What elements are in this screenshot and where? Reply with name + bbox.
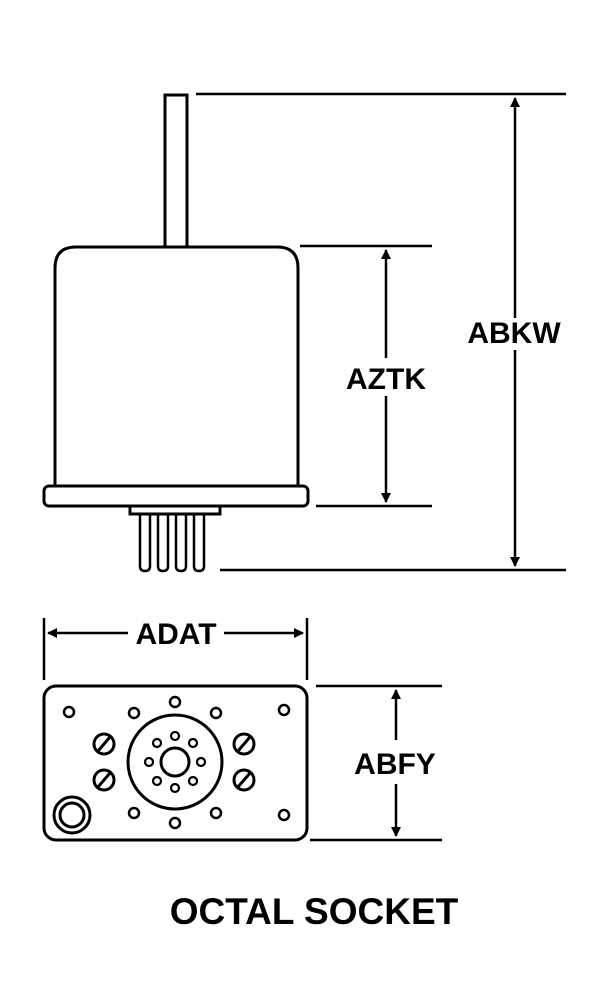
extension-lines-adat — [42, 618, 309, 680]
socket-base — [42, 684, 309, 842]
pin-holes — [143, 730, 207, 794]
label-abkw: ABKW — [467, 317, 561, 350]
outer-holes — [127, 695, 223, 830]
side-view — [42, 93, 310, 573]
base-flange — [42, 484, 310, 508]
screw — [232, 768, 256, 792]
pins — [138, 514, 206, 573]
screw — [92, 768, 116, 792]
top-stem — [163, 93, 189, 249]
corner-hole — [62, 705, 76, 719]
screw — [92, 732, 116, 756]
center-key-hole — [159, 746, 191, 778]
can-body — [53, 245, 300, 486]
extension-lines-abfy — [310, 684, 442, 842]
screws — [92, 732, 256, 792]
corner-hole — [277, 808, 291, 822]
large-hole-inner — [58, 801, 86, 829]
label-adat: ADAT — [135, 618, 216, 651]
pin-header — [128, 504, 222, 516]
extension-lines-side — [196, 92, 566, 572]
diagram-caption: OCTAL SOCKET — [170, 891, 459, 932]
label-aztk: AZTK — [346, 363, 426, 396]
corner-hole — [277, 703, 291, 717]
label-abfy: ABFY — [354, 748, 436, 781]
screw — [232, 732, 256, 756]
